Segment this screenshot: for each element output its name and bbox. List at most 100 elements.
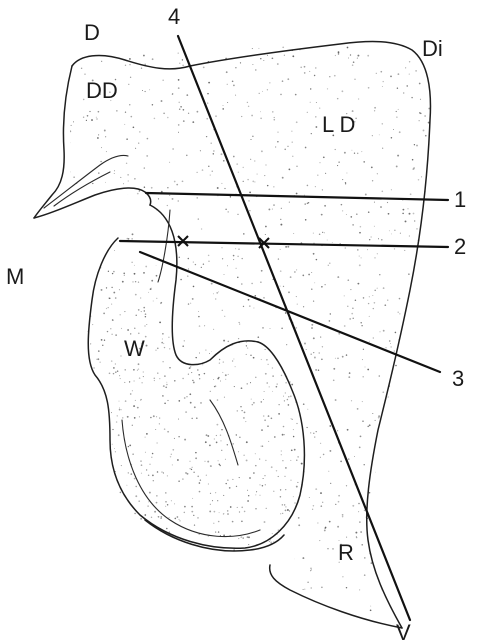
stipple-dot (232, 360, 233, 361)
stipple-dot (285, 233, 287, 235)
stipple-dot (217, 280, 219, 282)
stipple-dot (113, 422, 114, 423)
stipple-dot (333, 379, 335, 381)
stipple-dot (238, 172, 239, 173)
stipple-dot (71, 346, 72, 347)
stipple-dot (68, 410, 70, 412)
stipple-dot (329, 425, 331, 427)
stipple-dot (344, 295, 345, 296)
stipple-dot (135, 495, 137, 497)
stipple-dot (227, 627, 229, 629)
stipple-dot (292, 550, 293, 551)
stipple-dot (78, 313, 80, 315)
stipple-dot (272, 367, 273, 368)
stipple-dot (165, 506, 166, 507)
stipple-dot (169, 484, 170, 485)
stipple-dot (212, 229, 213, 230)
stipple-dot (297, 456, 298, 457)
stipple-dot (124, 275, 125, 276)
stipple-dot (290, 395, 292, 397)
stipple-dot (387, 300, 388, 301)
stipple-dot (74, 498, 75, 499)
stipple-dot (98, 350, 100, 352)
stipple-dot (239, 511, 240, 512)
stipple-dot (280, 286, 281, 287)
stipple-dot (188, 113, 189, 114)
stipple-dot (269, 386, 270, 387)
stipple-dot (159, 533, 161, 535)
stipple-dot (262, 277, 264, 279)
stipple-dot (423, 596, 425, 598)
stipple-dot (419, 120, 420, 121)
stipple-dot (67, 107, 68, 108)
stipple-dot (389, 422, 390, 423)
stipple-dot (233, 84, 235, 86)
stipple-dot (104, 405, 105, 406)
stipple-dot (290, 544, 291, 545)
stipple-dot (81, 558, 82, 559)
upper-body-outline (72, 42, 430, 628)
stipple-dot (170, 456, 171, 457)
stipple-dot (404, 250, 405, 251)
stipple-dot (130, 77, 131, 78)
stipple-dot (134, 451, 136, 453)
stipple-dot (72, 210, 74, 212)
stipple-dot (160, 550, 162, 552)
stipple-dot (382, 86, 383, 87)
stipple-dot (77, 242, 79, 244)
stipple-dot (268, 481, 270, 483)
stipple-dot (424, 312, 426, 314)
stipple-dot (264, 475, 265, 476)
stipple-dot (267, 89, 268, 90)
stipple-dot (156, 524, 157, 525)
stipple-dot (104, 360, 106, 362)
stipple-dot (132, 454, 133, 455)
stipple-dot (140, 297, 141, 298)
stipple-dot (115, 581, 117, 583)
stipple-dot (104, 549, 106, 551)
stipple-dot (159, 378, 160, 379)
stipple-dot (183, 564, 184, 565)
stipple-dot (289, 471, 291, 473)
stipple-dot (313, 352, 314, 353)
stipple-dot (292, 55, 294, 57)
stipple-dot (217, 399, 219, 401)
stipple-dot (108, 256, 109, 257)
stipple-dot (285, 312, 287, 314)
stipple-dot (270, 328, 271, 329)
stipple-dot (124, 124, 125, 125)
stipple-dot (144, 550, 145, 551)
stipple-dot (129, 600, 131, 602)
stipple-dot (313, 253, 315, 255)
stipple-dot (248, 536, 250, 538)
stipple-dot (184, 439, 186, 441)
stipple-dot (307, 435, 308, 436)
stipple-dot (221, 486, 223, 488)
stipple-dot (198, 549, 199, 550)
stipple-dot (310, 353, 311, 354)
stipple-dot (223, 495, 224, 496)
stipple-dot (358, 511, 359, 512)
stipple-dot (260, 118, 262, 120)
stipple-dot (94, 419, 95, 420)
stipple-dot (121, 620, 122, 621)
stipple-dot (202, 551, 204, 553)
stipple-dot (108, 559, 109, 560)
stipple-dot (355, 300, 357, 302)
stipple-dot (357, 153, 358, 154)
stipple-dot (227, 102, 228, 103)
stipple-dot (206, 508, 207, 509)
label-M: M (6, 264, 24, 289)
stipple-dot (362, 421, 363, 422)
stipple-dot (146, 469, 147, 470)
stipple-dot (115, 491, 116, 492)
stipple-dot (311, 324, 313, 326)
stipple-dot (213, 379, 214, 380)
label-V: V (396, 620, 411, 644)
stipple-dot (178, 102, 179, 103)
stipple-dot (111, 435, 112, 436)
stipple-dot (264, 521, 266, 523)
stipple-dot (258, 336, 260, 338)
stipple-dot (223, 406, 224, 407)
stipple-dot (284, 332, 285, 333)
